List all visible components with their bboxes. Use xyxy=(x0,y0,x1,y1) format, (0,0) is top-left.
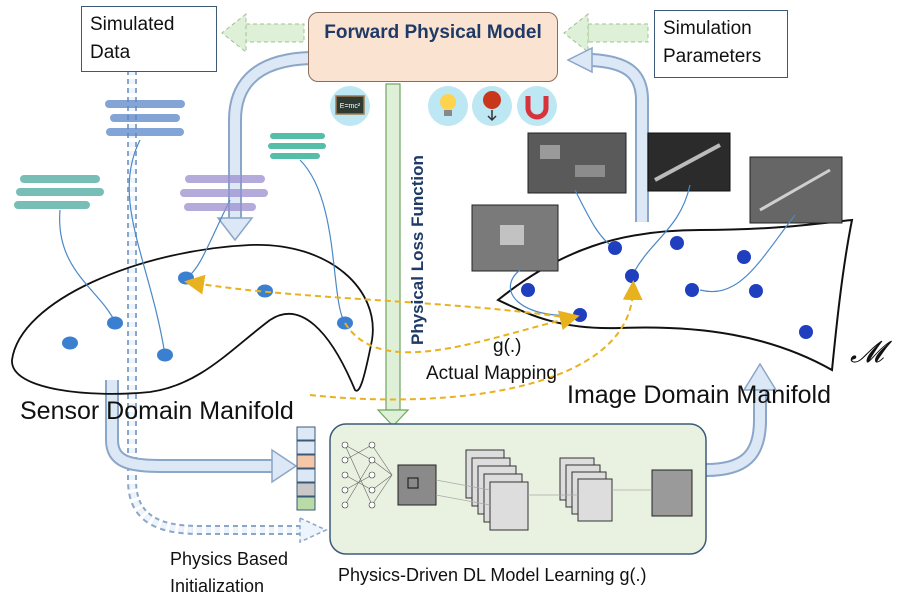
simulation-parameters-box: Simulation Parameters xyxy=(654,10,788,78)
manifold-symbol: 𝓜 xyxy=(850,335,893,370)
physical-loss-arrow xyxy=(376,83,410,427)
physical-loss-label: Physical Loss Function xyxy=(408,155,427,345)
magnet-icon xyxy=(517,86,557,126)
sensor-connection-lines xyxy=(59,139,346,356)
physics-init-path xyxy=(127,70,328,544)
image-manifold-label: Image Domain Manifold xyxy=(567,381,832,409)
arrow-to-simulated-data xyxy=(221,12,305,54)
image-thumbnails xyxy=(471,132,843,272)
svg-text:E=mc²: E=mc² xyxy=(340,103,361,110)
simulation-parameters-label: Simulation Parameters xyxy=(663,18,762,67)
sensor-manifold-label: Sensor Domain Manifold xyxy=(20,397,294,425)
arrow-sensor-to-model xyxy=(105,380,298,484)
simulated-data-label: Simulated Data xyxy=(90,14,175,63)
input-vector xyxy=(296,426,316,511)
dl-model-label: Physics-Driven DL Model Learning g(.) xyxy=(338,565,647,585)
formula-board-icon: E=mc² xyxy=(330,86,370,126)
apple-gravity-icon xyxy=(472,86,512,126)
forward-physical-model-label: Forward Physical Model xyxy=(324,22,542,43)
sensor-data-patches xyxy=(14,100,326,211)
image-manifold-shape xyxy=(496,218,854,372)
actual-mapping-label: Actual Mapping xyxy=(426,363,557,384)
actual-mapping-arrows xyxy=(184,274,643,401)
forward-physical-model-box: Forward Physical Model xyxy=(308,12,558,82)
lightbulb-icon xyxy=(428,86,468,126)
arrow-model-to-image xyxy=(705,362,778,477)
mapping-function-label: g(.) xyxy=(493,336,522,357)
physics-init-label-line1: Physics Based xyxy=(170,549,289,569)
simulated-data-box: Simulated Data xyxy=(81,6,217,72)
conv-layers xyxy=(397,449,693,531)
sensor-points xyxy=(62,271,353,362)
sensor-manifold-shape xyxy=(11,244,374,395)
neural-network xyxy=(341,441,393,509)
arrow-from-simulation-parameters xyxy=(563,12,649,54)
physics-init-label-line2: Initialization xyxy=(170,576,265,596)
